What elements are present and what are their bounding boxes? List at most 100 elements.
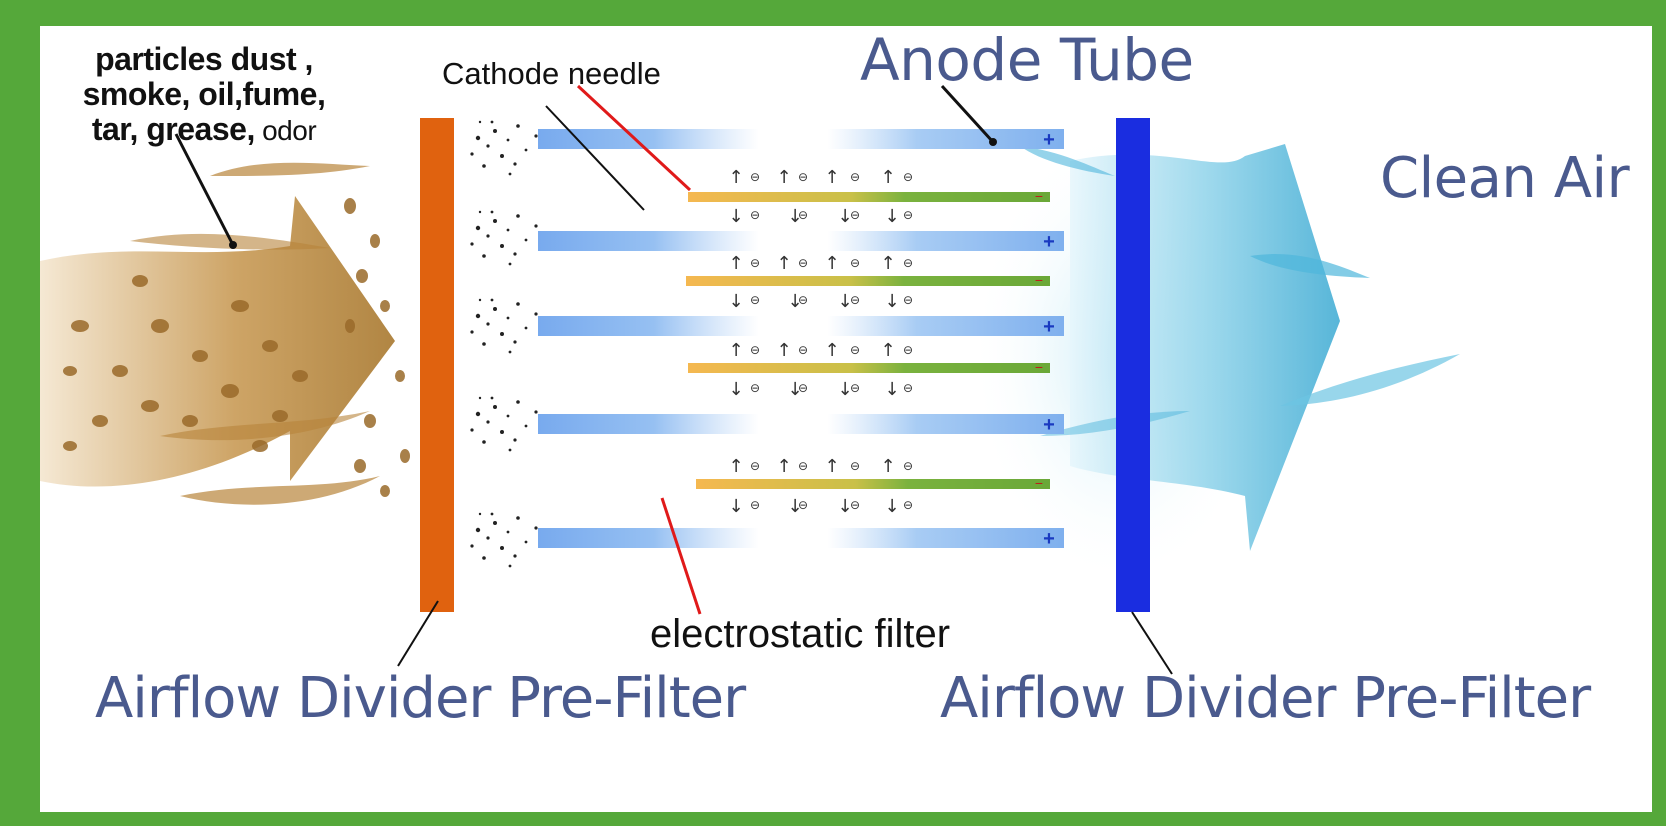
electron-flows: ↑⊖ ↑⊖ ↑⊖ ↑⊖ ↓⊖ ↓⊖ ↓⊖ ↓⊖ ↑⊖ ↑⊖ ↑⊖ ↑⊖ ↓⊖ ↓… [728,167,913,517]
electron-icon: ⊖ [903,256,913,270]
electron-icon: ⊖ [798,256,808,270]
electron-icon: ⊖ [750,208,760,222]
arrow-up-icon: ↑ [880,340,895,361]
pre-filter-left [420,118,454,612]
dirty-air-wisp [160,411,370,441]
electron-row: ↓⊖ ↓⊖ ↓⊖ ↓⊖ [728,379,913,400]
electron-icon: ⊖ [798,343,808,357]
cathode-needle-label: Cathode needle [442,56,661,91]
divider-label-left: Airflow Divider Pre-Filter [95,666,746,731]
particles-label-line3: tar, grease, odor [54,112,354,148]
arrow-up-icon: ↑ [728,167,743,188]
arrow-up-icon: ↑ [880,253,895,274]
arrow-down-icon: ↓ [787,379,802,400]
plus-icon: + [1043,528,1055,550]
particles-pointer-dot [229,241,237,249]
arrow-up-icon: ↑ [728,253,743,274]
plus-icons: + + + + + [1043,129,1055,550]
cathode-plates [686,192,1050,489]
cathode-plate [688,363,1050,373]
electron-icon: ⊖ [903,343,913,357]
electron-icon: ⊖ [903,459,913,473]
electron-icon: ⊖ [798,293,808,307]
minus-icon: − [1035,272,1043,288]
arrow-down-icon: ↓ [728,379,743,400]
electron-icon: ⊖ [750,293,760,307]
electron-icon: ⊖ [798,498,808,512]
electron-icon: ⊖ [850,170,860,184]
plus-icon: + [1043,231,1055,253]
electron-icon: ⊖ [850,498,860,512]
anode-pointer-dot [989,138,997,146]
arrow-up-icon: ↑ [776,456,791,477]
particles-label: particles dust , smoke, oil,fume, tar, g… [54,42,354,148]
electron-icon: ⊖ [750,256,760,270]
cathode-needle-pointer-line [576,84,692,192]
anode-tube [538,129,1064,149]
soot-clusters [470,120,538,568]
arrow-up-icon: ↑ [824,340,839,361]
electron-icon: ⊖ [750,170,760,184]
arrow-down-icon: ↓ [884,379,899,400]
electron-icon: ⊖ [903,208,913,222]
electron-icon: ⊖ [850,293,860,307]
divider-label-right: Airflow Divider Pre-Filter [940,666,1591,731]
electron-icon: ⊖ [798,208,808,222]
electron-row: ↑⊖ ↑⊖ ↑⊖ ↑⊖ [728,253,913,274]
arrow-up-icon: ↑ [776,167,791,188]
pointer-lines [174,84,1173,675]
cathode-plate [688,192,1050,202]
electron-icon: ⊖ [798,381,808,395]
electron-row: ↑⊖ ↑⊖ ↑⊖ ↑⊖ [728,456,913,477]
arrow-down-icon: ↓ [837,291,852,312]
arrow-down-icon: ↓ [884,291,899,312]
pre-filter-right [1116,118,1150,612]
electron-icon: ⊖ [850,381,860,395]
minus-icon: − [1035,475,1043,491]
electron-icon: ⊖ [750,381,760,395]
arrow-up-icon: ↑ [824,167,839,188]
arrow-down-icon: ↓ [837,496,852,517]
arrow-down-icon: ↓ [884,206,899,227]
anode-tube-label: Anode Tube [860,26,1194,94]
left-divider-pointer-line [397,600,439,667]
electron-icon: ⊖ [850,208,860,222]
electrostatic-pointer-line [660,497,702,615]
arrow-down-icon: ↓ [837,379,852,400]
particles-label-line1: particles dust , [95,41,313,77]
dirty-air-wisp [180,476,380,505]
minus-icon: − [1035,359,1043,375]
electron-icon: ⊖ [850,256,860,270]
clean-air-wisp [1250,254,1370,278]
cathode-pointer-line [545,105,645,211]
arrow-up-icon: ↑ [728,456,743,477]
dust-particles [63,198,410,497]
anode-pointer-line [940,84,995,144]
electron-icon: ⊖ [903,381,913,395]
arrow-down-icon: ↓ [787,206,802,227]
particles-label-bold: tar, grease, [91,111,256,147]
arrow-down-icon: ↓ [787,291,802,312]
minus-icons: − − − − [1035,188,1043,491]
clean-air-label: Clean Air [1380,146,1630,211]
electron-row: ↓⊖ ↓⊖ ↓⊖ ↓⊖ [728,496,913,517]
electron-icon: ⊖ [750,498,760,512]
arrow-down-icon: ↓ [787,496,802,517]
cathode-plate [686,276,1050,286]
anode-tube [538,316,1064,336]
arrow-up-icon: ↑ [776,340,791,361]
particles-label-odor: odor [254,115,317,146]
electron-icon: ⊖ [903,170,913,184]
arrow-up-icon: ↑ [880,456,895,477]
clean-air-wisp [1040,411,1190,436]
anode-tube [538,414,1064,434]
arrow-down-icon: ↓ [728,206,743,227]
arrow-up-icon: ↑ [880,167,895,188]
arrow-up-icon: ↑ [728,340,743,361]
plus-icon: + [1043,414,1055,436]
dirty-air-wisp [210,162,370,176]
arrow-up-icon: ↑ [824,456,839,477]
arrow-up-icon: ↑ [776,253,791,274]
right-divider-pointer-line [1131,611,1173,675]
